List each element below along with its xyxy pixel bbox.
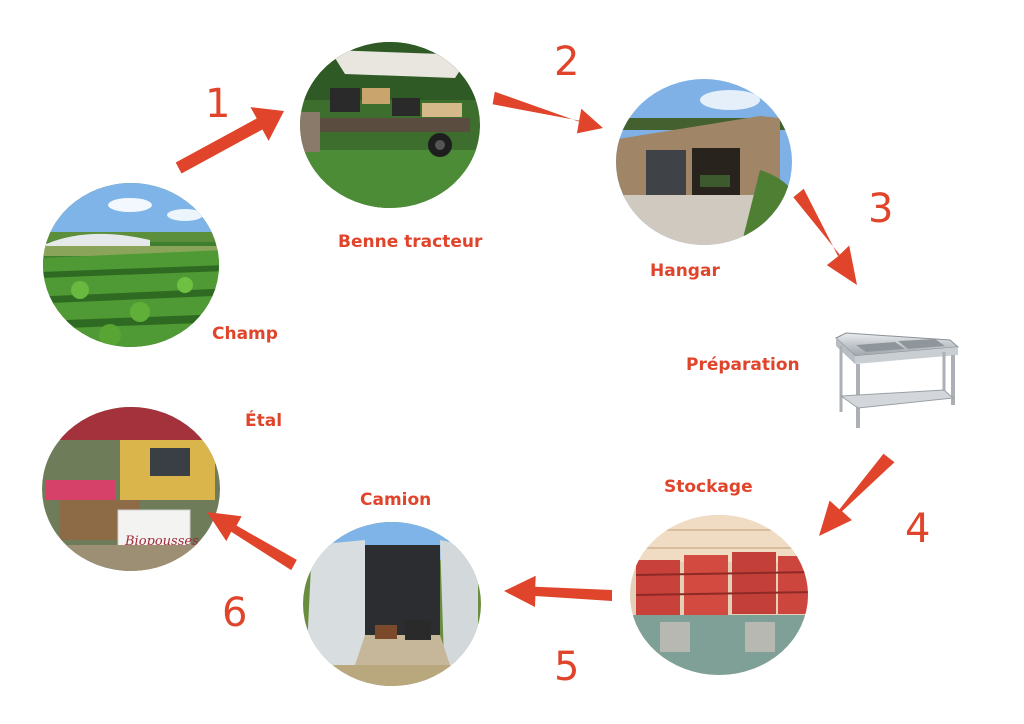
arrow-1-icon [175, 107, 284, 174]
arrow-5-number: 5 [554, 644, 579, 690]
arrow-2-icon [492, 91, 603, 134]
label-preparation: Préparation [686, 355, 800, 375]
arrows [175, 91, 895, 607]
arrow-5-icon [504, 575, 612, 607]
label-etal: Étal [245, 409, 282, 431]
arrow-3-icon [793, 188, 857, 285]
etal-photo: Biopousses [42, 407, 220, 571]
arrow-1-number: 1 [205, 81, 230, 127]
label-benne-tracteur: Benne tracteur [338, 232, 483, 252]
arrow-3-number: 3 [868, 186, 893, 232]
benne-tracteur-photo [300, 42, 480, 208]
step-labels: Champ Benne tracteur Hangar Préparation … [212, 232, 800, 510]
camion-photo [303, 522, 481, 686]
hangar-photo [616, 79, 792, 245]
arrow-numbers: 1 2 3 4 5 6 [205, 39, 930, 690]
arrow-6-number: 6 [222, 590, 247, 636]
arrow-4-icon [819, 453, 895, 536]
stockage-photo [630, 515, 808, 675]
arrow-2-number: 2 [554, 39, 579, 85]
arrow-6-icon [207, 512, 297, 571]
preparation-sink-image [835, 332, 960, 428]
label-camion: Camion [360, 490, 431, 510]
label-champ: Champ [212, 324, 278, 344]
label-hangar: Hangar [650, 261, 720, 281]
arrow-4-number: 4 [905, 506, 930, 552]
label-stockage: Stockage [664, 477, 753, 497]
champ-photo [43, 183, 219, 347]
